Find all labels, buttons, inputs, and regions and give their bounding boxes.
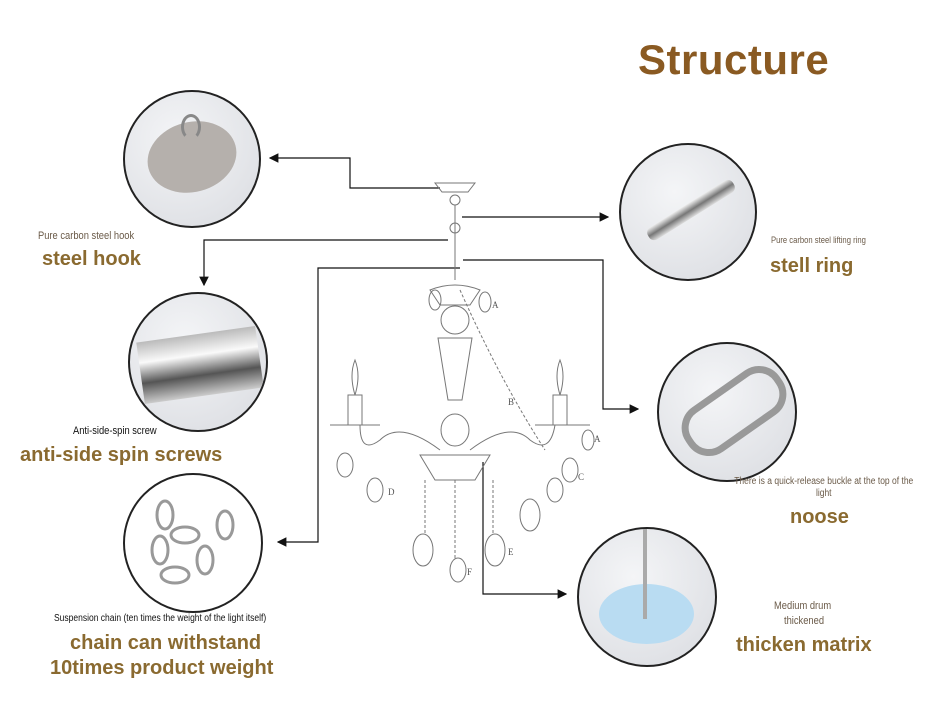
letter-e: E	[508, 547, 514, 557]
chain-photo	[123, 473, 263, 613]
letter-f: F	[467, 567, 472, 577]
ring-label: stell ring	[770, 255, 854, 277]
chain-caption: Suspension chain (ten times the weight o…	[54, 613, 267, 624]
letter-c: C	[578, 472, 584, 482]
hook-label: steel hook	[42, 248, 141, 270]
letter-a2: A	[594, 434, 601, 444]
hook-photo	[123, 90, 261, 228]
screw-label: anti-side spin screws	[20, 444, 223, 466]
noose-photo	[657, 342, 797, 482]
hook-caption: Pure carbon steel hook	[38, 230, 135, 242]
chain-label-line1: chain can withstand	[70, 632, 262, 654]
noose-label: noose	[790, 506, 849, 528]
drum-label: thicken matrix	[736, 634, 872, 656]
chain-label-line2: 10times product weight	[50, 657, 274, 679]
drum-photo	[577, 527, 717, 667]
screw-caption: Anti-side-spin screw	[73, 425, 157, 437]
ring-caption: Pure carbon steel lifting ring	[771, 235, 866, 245]
page-title: Structure	[638, 36, 830, 83]
chandelier-drawing	[330, 182, 595, 583]
letter-a: A	[492, 300, 499, 310]
drum-caption-line2: thickened	[784, 615, 825, 627]
noose-caption: There is a quick-release buckle at the t…	[734, 476, 914, 499]
screw-photo	[128, 292, 268, 432]
drum-caption-line1: Medium drum	[774, 600, 832, 612]
ring-photo	[619, 143, 757, 281]
letter-d: D	[388, 487, 395, 497]
letter-b: B	[508, 397, 514, 407]
